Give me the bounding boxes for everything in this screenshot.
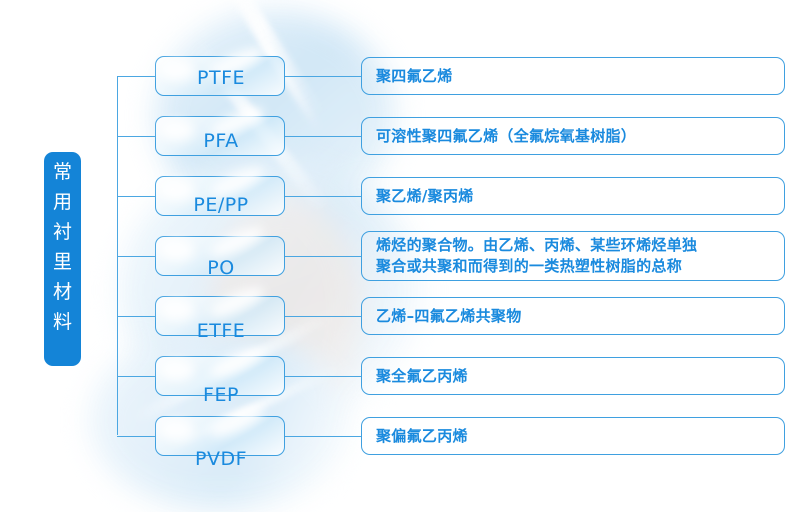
- node-label: PE/PP: [193, 194, 249, 216]
- connector-trunk-to-node: [117, 256, 156, 257]
- root-label-char: 料: [52, 311, 72, 333]
- description-line: 聚全氟乙丙烯: [376, 366, 468, 385]
- connector-node-to-description: [285, 256, 361, 257]
- description-box-fep[interactable]: 聚全氟乙丙烯: [361, 357, 785, 395]
- description-text: 聚偏氟乙丙烯: [362, 426, 468, 447]
- node-box-fep[interactable]: FEP: [155, 341, 285, 406]
- connector-node-to-description: [285, 436, 361, 437]
- description-box-pfa[interactable]: 可溶性聚四氟乙烯（全氟烷氧基树脂）: [361, 117, 785, 155]
- connector-trunk-to-node: [117, 376, 156, 377]
- connector-trunk-to-node: [117, 316, 156, 317]
- description-box-ptfe[interactable]: 聚四氟乙烯: [361, 57, 785, 95]
- root-label-char: 用: [52, 191, 72, 213]
- node-label: PFA: [203, 130, 239, 152]
- node-box-pfa[interactable]: PFA: [155, 101, 285, 156]
- root-label-char: 常: [52, 161, 72, 183]
- node-glint: [206, 341, 268, 383]
- trunk-line: [117, 76, 118, 435]
- node-box-po[interactable]: PO: [155, 221, 285, 279]
- node-label: ETFE: [196, 320, 246, 342]
- root-label: 常用衬里材料: [44, 152, 81, 366]
- node-label: PVDF: [194, 448, 247, 470]
- root-label-char: 衬: [52, 221, 72, 243]
- connector-node-to-description: [285, 136, 361, 137]
- description-box-pvdf[interactable]: 聚偏氟乙丙烯: [361, 417, 785, 455]
- connector-node-to-description: [285, 316, 361, 317]
- description-line: 聚乙烯/聚丙烯: [376, 186, 474, 205]
- description-line: 乙烯–四氟乙烯共聚物: [376, 306, 522, 325]
- node-label: PTFE: [197, 67, 245, 89]
- description-line: 聚四氟乙烯: [376, 66, 453, 85]
- description-text: 乙烯–四氟乙烯共聚物: [362, 306, 522, 327]
- description-box-pe-pp[interactable]: 聚乙烯/聚丙烯: [361, 177, 785, 215]
- node-box-pe-pp[interactable]: PE/PP: [155, 161, 285, 216]
- root-label-char: 里: [52, 251, 72, 273]
- connector-node-to-description: [285, 196, 361, 197]
- node-label: FEP: [203, 384, 239, 406]
- description-box-etfe[interactable]: 乙烯–四氟乙烯共聚物: [361, 297, 785, 335]
- node-glint: [206, 221, 268, 263]
- node-box-ptfe[interactable]: PTFE: [155, 41, 285, 96]
- description-text: 聚乙烯/聚丙烯: [362, 186, 474, 207]
- connector-trunk-to-node: [117, 136, 156, 137]
- node-box-pvdf[interactable]: PVDF: [155, 401, 285, 470]
- connector-node-to-description: [285, 376, 361, 377]
- connector-trunk-to-node: [117, 196, 156, 197]
- description-text: 聚四氟乙烯: [362, 66, 453, 87]
- description-line: 可溶性聚四氟乙烯（全氟烷氧基树脂）: [376, 126, 637, 145]
- node-glint: [160, 419, 194, 441]
- connector-trunk-to-node: [117, 436, 156, 437]
- description-text: 烯烃的聚合物。由乙烯、丙烯、某些环烯烃单独聚合或共聚和而得到的一类热塑性树脂的总…: [362, 235, 697, 277]
- node-glint: [206, 281, 268, 323]
- connector-node-to-description: [285, 76, 361, 77]
- description-line: 烯烃的聚合物。由乙烯、丙烯、某些环烯烃单独: [376, 236, 698, 254]
- description-line: 聚偏氟乙丙烯: [376, 426, 468, 445]
- description-text: 聚全氟乙丙烯: [362, 366, 468, 387]
- description-line: 聚合或共聚和而得到的一类热塑性树脂的总称: [376, 257, 683, 275]
- node-label: PO: [207, 257, 235, 279]
- node-glint: [160, 359, 194, 381]
- root-label-char: 材: [52, 281, 72, 303]
- node-box-etfe[interactable]: ETFE: [155, 281, 285, 342]
- node-glint: [206, 401, 268, 443]
- description-box-po[interactable]: 烯烃的聚合物。由乙烯、丙烯、某些环烯烃单独聚合或共聚和而得到的一类热塑性树脂的总…: [361, 231, 785, 281]
- connector-trunk-to-node: [117, 76, 156, 77]
- node-glint: [160, 299, 194, 321]
- description-text: 可溶性聚四氟乙烯（全氟烷氧基树脂）: [362, 126, 636, 147]
